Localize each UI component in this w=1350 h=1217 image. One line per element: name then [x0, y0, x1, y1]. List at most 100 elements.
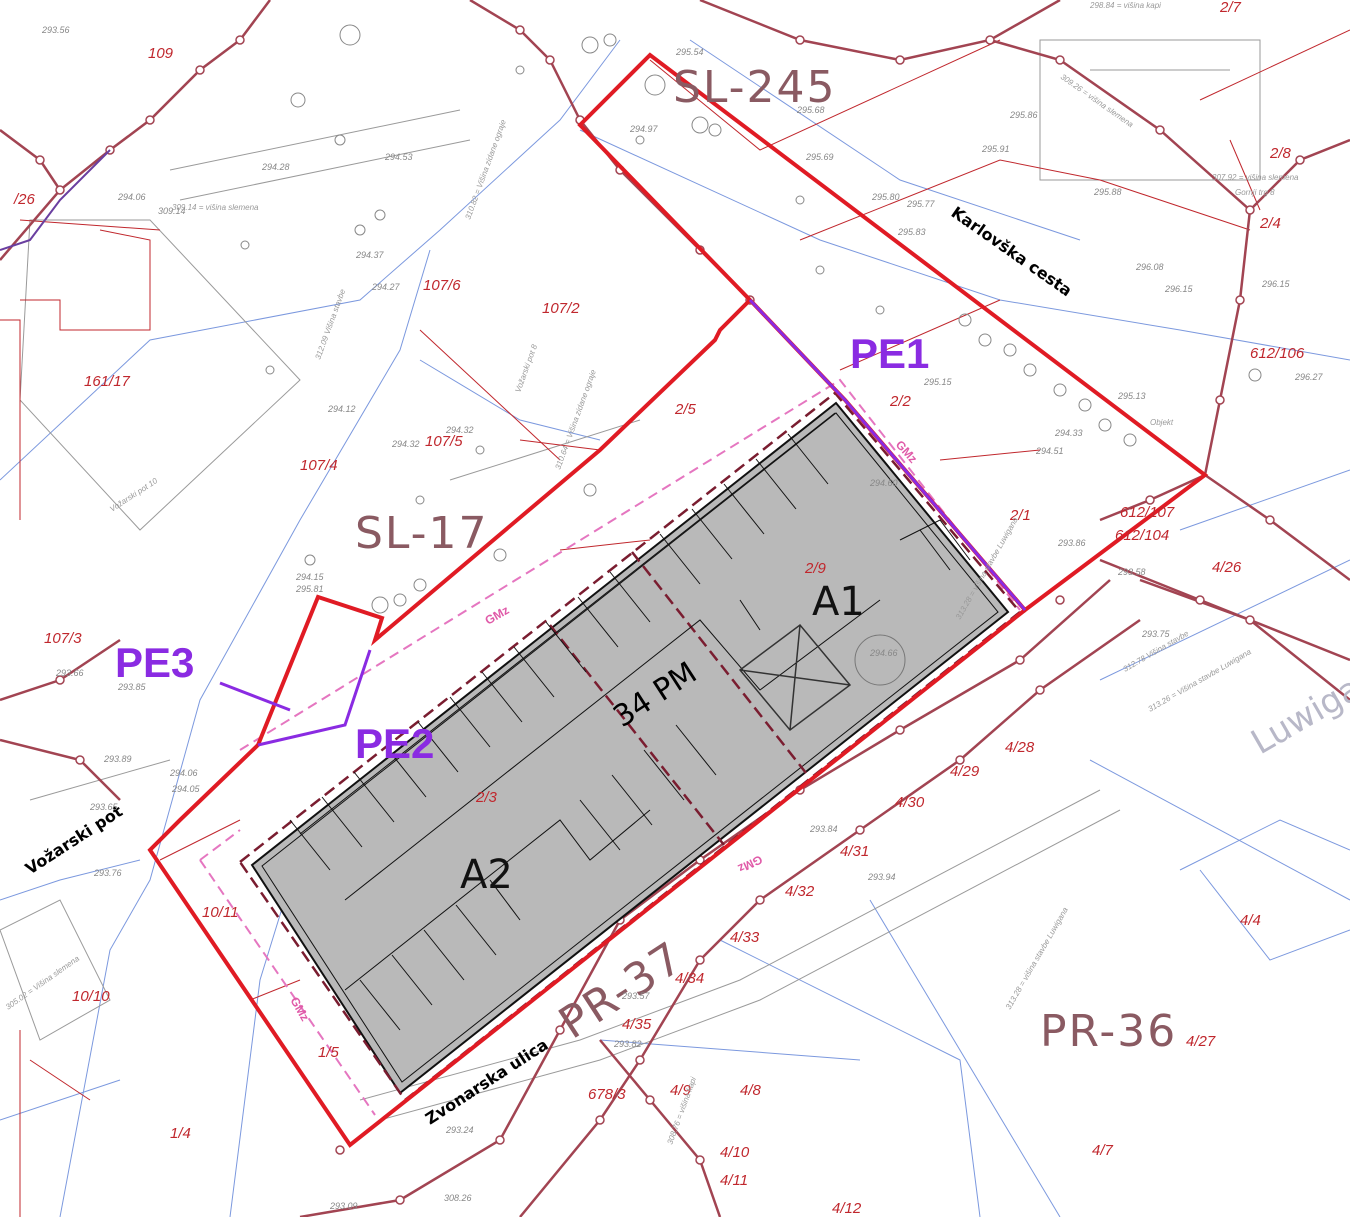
gmz-label-south: GMz — [736, 852, 765, 875]
parcels-39: 4/27 — [1186, 1033, 1216, 1050]
parcels-4: 107/2 — [542, 300, 580, 317]
notes-6: 309.26 = višina slemena — [1059, 72, 1135, 129]
notes-7: 307.92 = višina slemena — [1212, 173, 1299, 182]
elevations-2: 294.53 — [384, 152, 413, 162]
grey-outlines — [0, 39, 1261, 1121]
elevations-1: 294.28 — [261, 162, 290, 172]
elevations-17: 294.05 — [171, 784, 201, 794]
parcels-6: 107/5 — [425, 433, 463, 450]
elevations-33: 295.13 — [1117, 391, 1146, 401]
parcels-9: 2/1 — [1009, 507, 1031, 524]
parcels-2: 161/17 — [84, 373, 131, 390]
elevations-22: 294.97 — [629, 124, 659, 134]
parcels-8: 2/2 — [889, 393, 912, 410]
elevations-10: 294.15 — [295, 572, 325, 582]
elevations-42: 293.94 — [867, 872, 896, 882]
parcels-38: 4/4 — [1240, 912, 1261, 929]
elevations-9: 294.32 — [445, 425, 474, 435]
parcels-16: 1/4 — [170, 1125, 191, 1142]
parcels-28: 4/33 — [730, 929, 760, 946]
parcels-12: 107/3 — [44, 630, 82, 647]
notes-12: 313.28 = višina stavbe Luwigana — [1004, 905, 1070, 1011]
parcels-34: 4/10 — [720, 1144, 750, 1161]
elevations-23: 295.86 — [1009, 110, 1038, 120]
elevations-38: 293.86 — [1057, 538, 1086, 548]
parcel-lines — [0, 29, 1350, 1217]
parcels-29: 4/34 — [675, 970, 704, 987]
zone-pr36: PR-36 — [1040, 1006, 1177, 1057]
elevations-13: 293.85 — [117, 682, 147, 692]
notes-0: Vožarski pot 10 — [108, 476, 159, 514]
elevations-47: 308.26 — [444, 1193, 472, 1203]
elevations-48: 294.66 — [869, 648, 898, 658]
elevations-46: 293.09 — [329, 1201, 358, 1211]
elevations-28: 295.83 — [897, 227, 926, 237]
parcels-7: 2/5 — [674, 401, 697, 418]
parcels-21: 612/104 — [1115, 527, 1169, 544]
notes-14: 305.02 = Višina slemena — [4, 954, 81, 1012]
parcels-18: 2/4 — [1259, 215, 1281, 232]
elevations-8: 294.32 — [391, 439, 420, 449]
elevations-43: 293.57 — [621, 991, 651, 1001]
elevations-21: 295.69 — [805, 152, 834, 162]
parcels-13: 10/11 — [202, 904, 238, 921]
street-vozarski: Vožarski pot — [22, 801, 126, 878]
elevations-34: 295.15 — [923, 377, 953, 387]
parcels-11: 2/3 — [475, 789, 498, 806]
label-pe2: PE2 — [355, 720, 434, 767]
elevations-40: 293.75 — [1141, 629, 1171, 639]
elevations-31: 296.15 — [1261, 279, 1291, 289]
elevations-36: 294.51 — [1035, 446, 1064, 456]
parcels-3: 107/6 — [423, 277, 461, 294]
elevations-24: 295.91 — [981, 144, 1010, 154]
street-luwigana: Luwigana — [1245, 647, 1350, 763]
elevations-0: 293.56 — [41, 25, 70, 35]
purple-cadastre-line — [0, 149, 111, 251]
parcels-37: 4/7 — [1092, 1142, 1114, 1159]
elevations-45: 293.24 — [445, 1125, 474, 1135]
parcels-14: 10/10 — [72, 988, 110, 1005]
elevations-20: 295.68 — [796, 105, 825, 115]
parcels-31: 678/3 — [588, 1086, 626, 1103]
parcels-0: 109 — [148, 45, 174, 62]
notes-3: 310.82 = Višina zidane ograje — [463, 118, 508, 221]
parcels-33: 4/8 — [740, 1082, 762, 1099]
building-inner-outline — [261, 412, 999, 1083]
label-pe3: PE3 — [115, 639, 194, 686]
elevations-5: 294.37 — [355, 250, 385, 260]
building-a1-label: A1 — [812, 579, 865, 625]
zone-sl245: SL-245 — [673, 62, 837, 113]
parcels-26: 4/31 — [840, 843, 869, 860]
notes-10: 313.26 = Višina stavbe Luwigana — [1147, 647, 1254, 714]
elevations-39: 293.58 — [1117, 567, 1146, 577]
stair-core — [738, 623, 852, 732]
gmz-label-centre: GMz — [483, 603, 512, 628]
parcels-17: 2/8 — [1269, 145, 1292, 162]
parcels-15: 1/5 — [318, 1044, 340, 1061]
parcels-23: 4/28 — [1005, 739, 1035, 756]
elevations-3: 294.06 — [117, 192, 146, 202]
parcels-22: 4/26 — [1212, 559, 1242, 576]
parcels-36: 4/12 — [832, 1200, 862, 1217]
parcels-35: 4/11 — [720, 1172, 748, 1189]
parcels-24: 4/29 — [950, 763, 980, 780]
elevations-37: 294.60 — [869, 478, 898, 488]
elevations-7: 294.12 — [327, 404, 356, 414]
notes-5: 298.84 = višina kapi — [1089, 1, 1161, 10]
parcels-30: 4/35 — [622, 1016, 652, 1033]
parcels-1: /26 — [13, 191, 36, 208]
elevations-41: 293.84 — [809, 824, 838, 834]
elevations-16: 294.06 — [169, 768, 198, 778]
zone-sl17: SL-17 — [355, 508, 489, 559]
label-pe1: PE1 — [850, 330, 929, 377]
elevations-19: 295.54 — [675, 47, 704, 57]
elevations-14: 293.89 — [103, 754, 132, 764]
elevations-26: 295.80 — [871, 192, 900, 202]
ramp-circle — [854, 634, 906, 686]
notes-2: 312.09 Višina stavbe — [313, 287, 347, 360]
vegetation-symbols — [240, 24, 1262, 614]
elevations-4: 309.14 — [158, 206, 186, 216]
building-a2-label: A2 — [460, 852, 513, 898]
